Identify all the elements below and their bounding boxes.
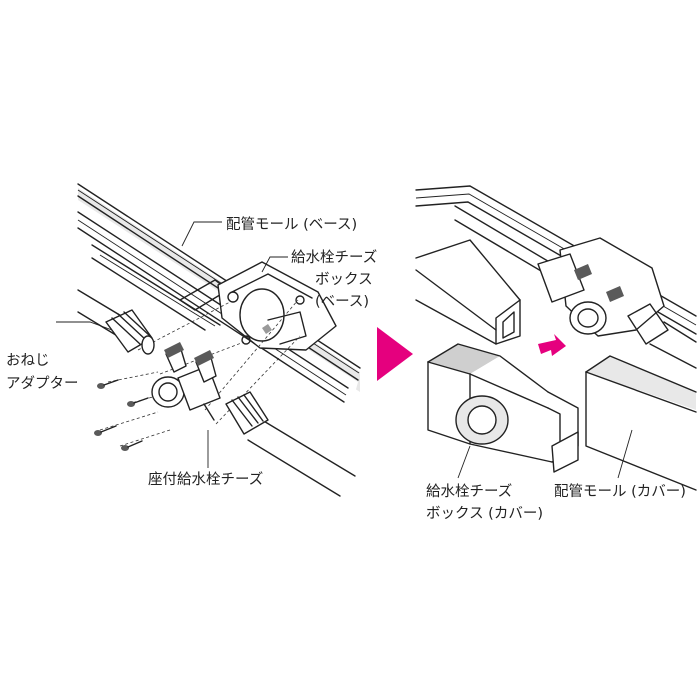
assembled-tee-illustration — [537, 237, 697, 369]
pipe-mall-cover-lower — [585, 355, 697, 491]
label-seated-tee: 座付給水栓チーズ — [148, 471, 263, 488]
seated-tee-illustration — [151, 342, 221, 421]
label-tee-box-cover-line1: 給水栓チーズ — [426, 483, 512, 500]
label-tee-box-base-line1: 給水栓チーズ — [291, 249, 377, 266]
push-arrow-icon — [538, 334, 566, 356]
label-tee-box-base-line3: (ベース) — [315, 294, 369, 310]
left-panel: 配管モール (ベース) 給水栓チーズ ボックス (ベース) おねじ アダプター … — [6, 183, 377, 497]
right-panel: 給水栓チーズ ボックス (カバー) 配管モール (カバー) — [415, 185, 697, 522]
step-arrow-icon — [377, 327, 413, 381]
label-female-adapter-line1: おねじ — [6, 352, 50, 369]
screw-1 — [97, 379, 119, 389]
threaded-fitting-illustration — [225, 391, 269, 435]
label-tee-box-base-line2: ボックス — [315, 271, 373, 288]
screw-2 — [127, 397, 149, 407]
screw-3 — [94, 425, 117, 436]
female-adapter-illustration — [105, 309, 155, 355]
label-pipe-mall-cover: 配管モール (カバー) — [554, 483, 686, 500]
left-leader-lines — [56, 221, 288, 468]
screws-illustration — [94, 379, 149, 451]
screw-4 — [121, 440, 143, 451]
label-pipe-mall-base: 配管モール (ベース) — [226, 216, 357, 233]
label-tee-box-cover-line2: ボックス (カバー) — [426, 505, 543, 522]
label-female-adapter-line2: アダプター — [6, 375, 79, 392]
tee-box-base-illustration — [217, 261, 337, 351]
pipe-mall-cover-upper — [415, 239, 521, 345]
right-leader-lines — [457, 429, 633, 479]
tee-box-cover-illustration — [427, 343, 579, 473]
